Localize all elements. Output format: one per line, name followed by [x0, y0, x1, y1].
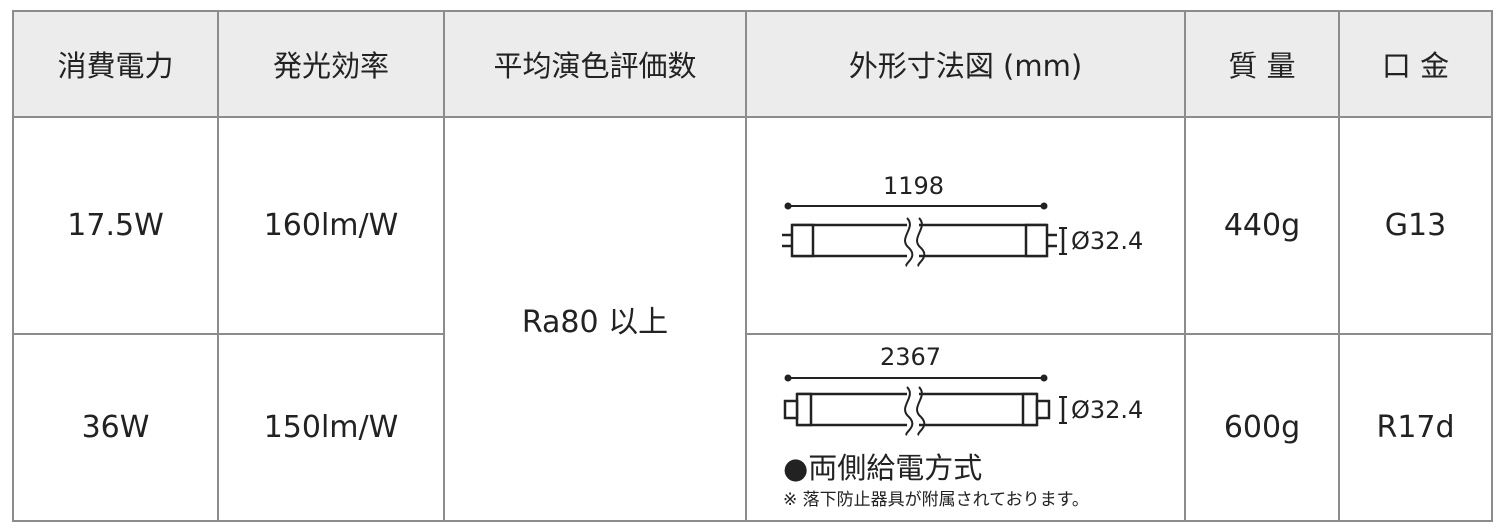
g13-tube-diagram: [782, 202, 1067, 267]
table-row: 36W 150lm/W: [12, 333, 1493, 522]
diameter-label: Ø32.4: [1071, 396, 1144, 424]
cell-power: 36W: [12, 333, 219, 522]
cell-weight: 600g: [1184, 333, 1340, 522]
tube-drawing-r17d: 2367 Ø32.4 ●両側給電方式 ※ 落下防止器具が附属されております。: [747, 335, 1184, 520]
length-label: 2367: [880, 343, 942, 371]
cell-efficiency: 160lm/W: [217, 116, 445, 335]
cell-efficiency: 150lm/W: [217, 333, 445, 522]
length-label: 1198: [883, 172, 945, 200]
diameter-label: Ø32.4: [1071, 227, 1144, 255]
spec-table: 消費電力 発光効率 平均演色評価数 外形寸法図 (mm) 質 量 口 金 17.…: [12, 10, 1493, 522]
header-base: 口 金: [1338, 10, 1493, 118]
r17d-tube-diagram: [783, 374, 1067, 436]
header-power: 消費電力: [12, 10, 219, 118]
cell-base: R17d: [1338, 333, 1493, 522]
cell-drawing: 1198 Ø32.4: [745, 116, 1186, 335]
header-cri: 平均演色評価数: [443, 10, 747, 118]
cell-base: G13: [1338, 116, 1493, 335]
header-efficiency: 発光効率: [217, 10, 445, 118]
tube-drawing-g13: 1198 Ø32.4: [747, 118, 1184, 333]
accessory-note: ※ 落下防止器具が附属されております。: [783, 490, 1089, 510]
cell-weight: 440g: [1184, 116, 1340, 335]
header-drawing: 外形寸法図 (mm): [745, 10, 1186, 118]
cell-drawing: 2367 Ø32.4 ●両側給電方式 ※ 落下防止器具が附属されております。: [745, 333, 1186, 522]
header-weight: 質 量: [1184, 10, 1340, 118]
cell-cri: Ra80 以上: [443, 116, 747, 522]
header-row: 消費電力 発光効率 平均演色評価数 外形寸法図 (mm) 質 量 口 金: [12, 10, 1493, 118]
table-row: 17.5W 160lm/W Ra80 以上: [12, 116, 1493, 522]
feed-note: ●両側給電方式: [783, 451, 983, 485]
cell-power: 17.5W: [12, 116, 219, 335]
